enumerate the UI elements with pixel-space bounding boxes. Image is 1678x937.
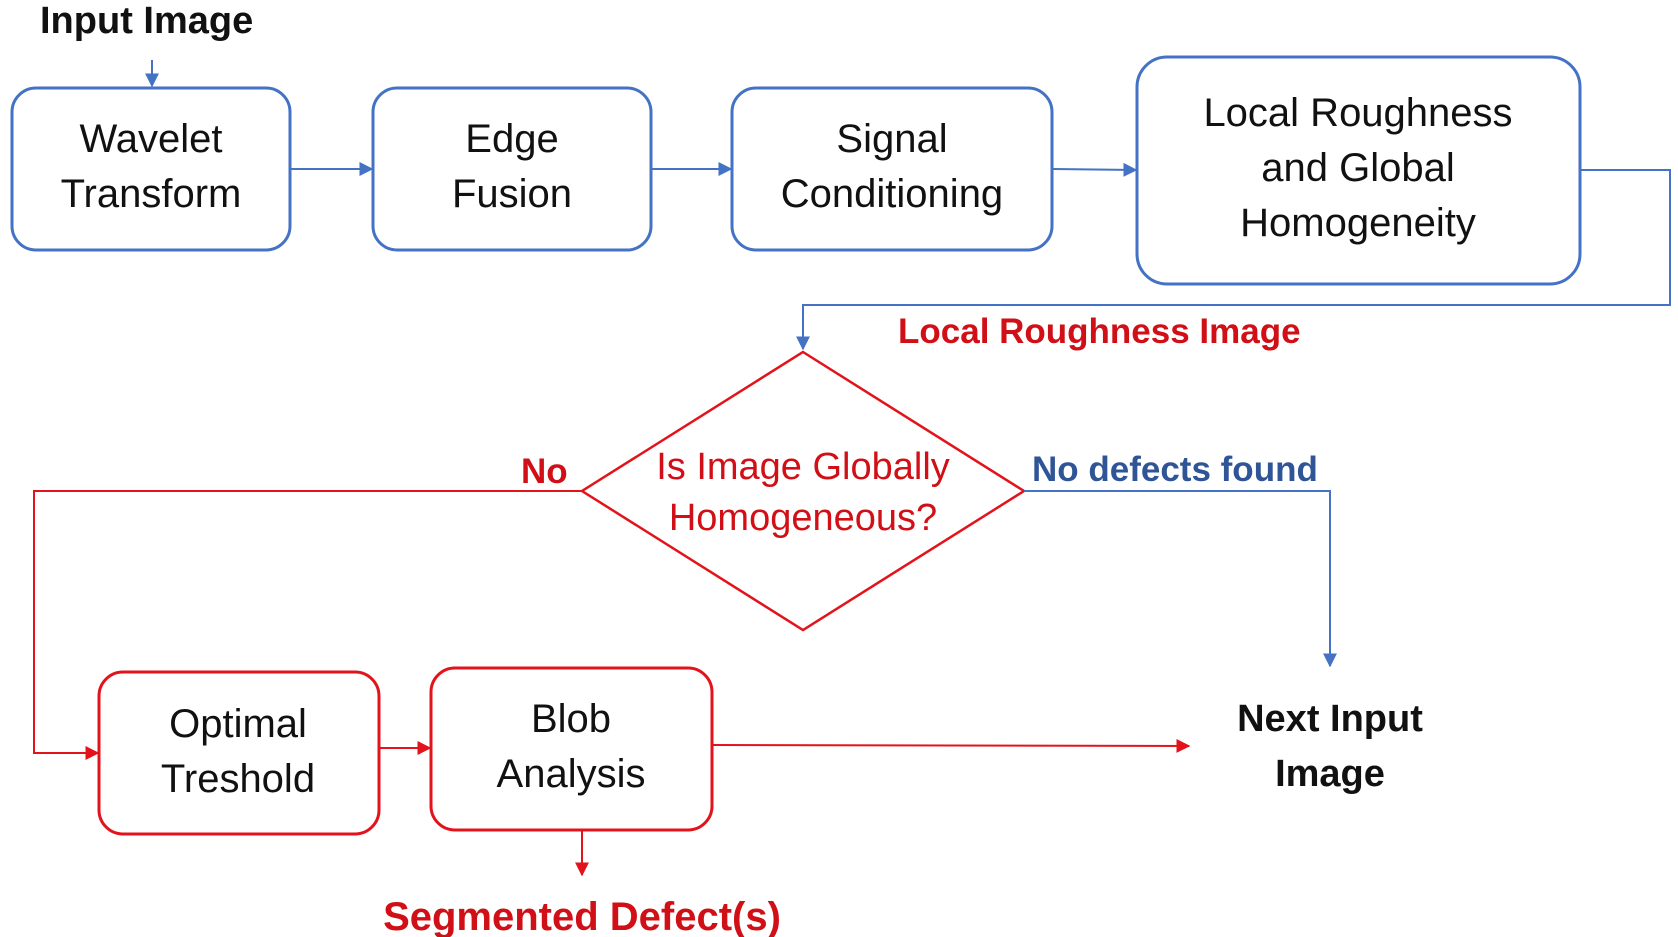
connector-no-to-optimal: [33, 490, 582, 760]
roughness-line3: Homogeneity: [1240, 201, 1476, 245]
signal-line1: Signal: [836, 117, 947, 161]
wavelet-transform-box: Wavelet Transform: [10, 86, 292, 252]
decision-line2: Homogeneous?: [669, 497, 937, 539]
signal-line2: Conditioning: [781, 172, 1003, 216]
blob-line1: Blob: [531, 697, 611, 741]
blob-analysis-box: Blob Analysis: [429, 666, 714, 832]
optimal-line2: Treshold: [161, 757, 315, 801]
next-input-line1: Next Input: [1237, 698, 1423, 740]
edge-line1: Edge: [465, 117, 558, 161]
wavelet-line1: Wavelet: [79, 117, 222, 161]
roughness-homogeneity-box: Local Roughness and Global Homogeneity: [1135, 55, 1582, 286]
roughness-line1: Local Roughness: [1203, 91, 1512, 135]
local-roughness-image-label: Local Roughness Image: [898, 312, 1301, 351]
no-label: No: [521, 452, 568, 491]
connector-no-defects-to-next: [1024, 490, 1337, 668]
segmented-defects-label: Segmented Defect(s): [383, 895, 781, 937]
connector-roughness-to-decision: [796, 169, 1671, 351]
optimal-line1: Optimal: [169, 702, 307, 746]
roughness-line2: and Global: [1261, 146, 1454, 190]
decision-diamond: Is Image Globally Homogeneous?: [579, 350, 1027, 632]
blob-line2: Analysis: [497, 752, 646, 796]
no-defects-found-label: No defects found: [1032, 450, 1318, 489]
edge-fusion-box: Edge Fusion: [371, 86, 653, 252]
optimal-threshold-box: Optimal Treshold: [97, 670, 381, 836]
next-input-line2: Image: [1275, 753, 1385, 795]
edge-line2: Fusion: [452, 172, 572, 216]
decision-line1: Is Image Globally: [656, 446, 950, 488]
input-image-label: Input Image: [40, 0, 253, 42]
wavelet-line2: Transform: [61, 172, 242, 216]
arrow-signal-to-roughness: [1052, 162, 1138, 177]
arrow-blob-to-next: [712, 738, 1191, 753]
signal-conditioning-box: Signal Conditioning: [730, 86, 1054, 252]
